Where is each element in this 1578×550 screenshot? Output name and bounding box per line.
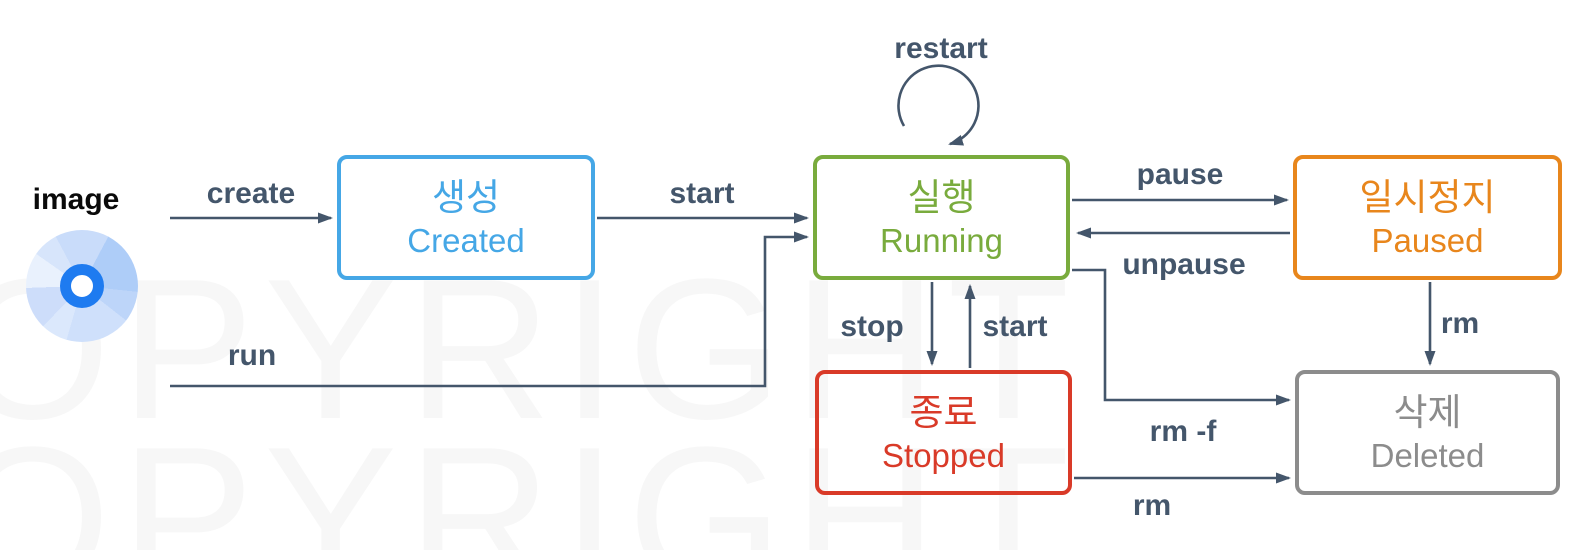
label-unpause: unpause <box>1122 248 1246 281</box>
restart-loop-arrow <box>897 64 980 146</box>
state-running-ko: 실행 <box>907 176 976 218</box>
label-run: run <box>227 339 277 372</box>
rm-f-arrow-running-deleted <box>1072 268 1291 406</box>
state-created: 생성 Created <box>337 155 595 280</box>
state-deleted-en: Deleted <box>1370 436 1485 474</box>
state-paused: 일시정지 Paused <box>1293 155 1562 280</box>
label-stop: stop <box>840 310 904 343</box>
state-running: 실행 Running <box>813 155 1070 280</box>
label-rm-paused-deleted: rm <box>1440 307 1480 340</box>
state-created-ko: 생성 <box>431 176 501 218</box>
run-arrow <box>170 231 809 388</box>
state-stopped-en: Stopped <box>882 436 1005 474</box>
state-created-en: Created <box>407 221 525 259</box>
label-rm-f: rm -f <box>1149 415 1217 448</box>
label-start-stopped-running: start <box>982 310 1048 343</box>
label-create: create <box>206 177 296 210</box>
state-stopped-ko: 종료 <box>909 391 978 433</box>
label-rm-stopped-deleted: rm <box>1132 489 1172 522</box>
state-paused-en: Paused <box>1371 221 1484 259</box>
state-stopped: 종료 Stopped <box>815 370 1072 495</box>
state-running-en: Running <box>880 221 1003 259</box>
state-deleted: 삭제 Deleted <box>1295 370 1560 495</box>
disc-hole <box>60 264 104 308</box>
label-restart: restart <box>894 32 988 65</box>
label-pause: pause <box>1136 158 1224 191</box>
state-paused-ko: 일시정지 <box>1359 176 1496 218</box>
label-start-created-running: start <box>669 177 735 210</box>
disc-icon <box>26 230 138 342</box>
state-deleted-ko: 삭제 <box>1393 391 1462 433</box>
watermark-row-2: OPYRIGHT <box>0 406 1080 550</box>
image-source-label: image <box>32 183 120 216</box>
watermark-row-1: OPYRIGHT <box>0 238 1080 461</box>
